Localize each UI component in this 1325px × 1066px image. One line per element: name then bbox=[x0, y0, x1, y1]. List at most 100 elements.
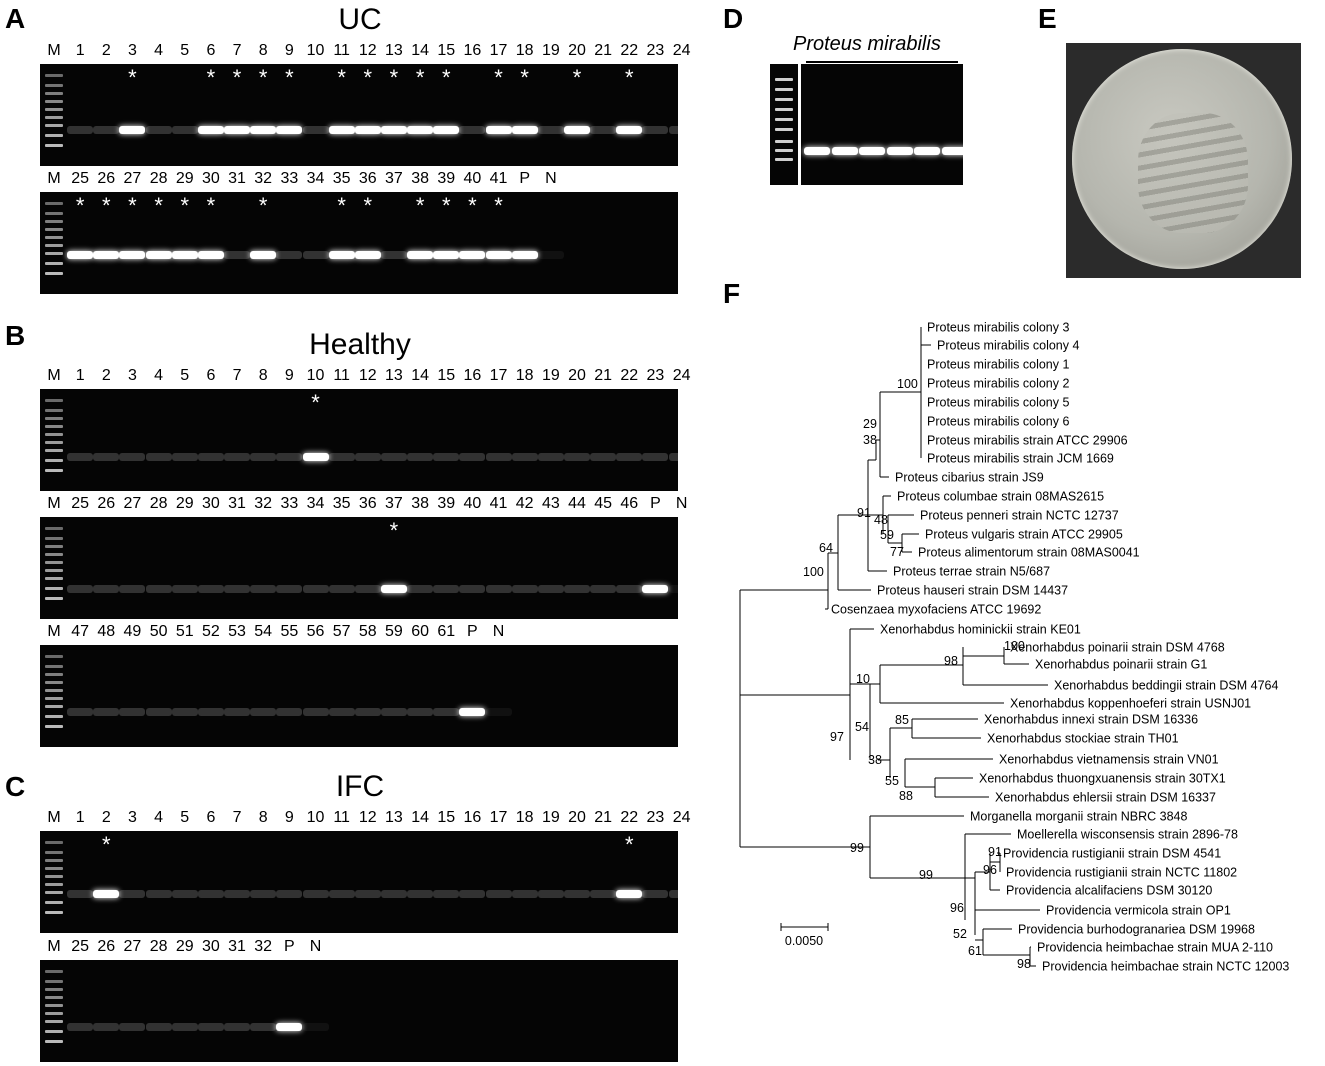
pcr-band-positive bbox=[328, 126, 355, 134]
ladder-band bbox=[45, 980, 63, 983]
tree-leaf-label: Providencia burhodogranariea DSM 19968 bbox=[1018, 923, 1255, 937]
ladder-band bbox=[45, 116, 63, 119]
positive-star: * bbox=[337, 193, 346, 218]
ladder-band bbox=[45, 144, 63, 147]
pcr-band-faint bbox=[119, 585, 146, 593]
bootstrap-value: 88 bbox=[899, 789, 913, 803]
positive-star: * bbox=[389, 65, 399, 90]
tree-leaf-label: Xenorhabdus thuongxuanensis strain 30TX1 bbox=[979, 772, 1226, 786]
pcr-band-positive bbox=[433, 251, 460, 259]
ladder-band bbox=[775, 158, 793, 161]
pcr-band-faint bbox=[276, 890, 303, 898]
lane-label: 34 bbox=[306, 170, 325, 187]
lane-label: 16 bbox=[463, 42, 482, 59]
lane-label: 11 bbox=[333, 367, 350, 384]
pcr-band-positive bbox=[485, 251, 512, 259]
pcr-band-faint bbox=[485, 708, 512, 716]
lane-label: 39 bbox=[437, 170, 456, 187]
ladder-band bbox=[775, 108, 793, 111]
ladder-band bbox=[775, 118, 793, 121]
panel-title-healthy: Healthy bbox=[309, 328, 411, 361]
pcr-band-faint bbox=[433, 453, 460, 461]
ladder-band bbox=[45, 970, 63, 973]
lane-label: 41 bbox=[489, 495, 508, 512]
lane-label: 48 bbox=[97, 623, 116, 640]
pcr-band-positive bbox=[564, 126, 590, 134]
petri-dish-photo bbox=[1066, 43, 1301, 278]
pcr-band-faint bbox=[145, 708, 172, 716]
positive-star: * bbox=[102, 193, 111, 218]
panel-title-uc: UC bbox=[338, 3, 382, 36]
ladder-band bbox=[45, 272, 63, 275]
pcr-band-positive bbox=[485, 126, 512, 134]
positive-star: * bbox=[363, 193, 373, 218]
lane-label: 24 bbox=[672, 367, 691, 384]
pcr-band-positive bbox=[380, 126, 407, 134]
pcr-band-faint bbox=[537, 585, 564, 593]
pcr-band-faint bbox=[668, 453, 695, 461]
tree-leaf-label: Xenorhabdus ehlersii strain DSM 16337 bbox=[995, 791, 1216, 805]
positive-star: * bbox=[102, 832, 111, 857]
lane-label: M bbox=[47, 623, 61, 640]
lane-label: 30 bbox=[201, 938, 220, 955]
ladder-band bbox=[775, 149, 793, 152]
ladder-band bbox=[45, 577, 63, 580]
pcr-band-positive bbox=[276, 1023, 303, 1031]
lane-label: 22 bbox=[620, 367, 639, 384]
lane-label: 11 bbox=[333, 42, 350, 59]
tree-leaf-label: Proteus cibarius strain JS9 bbox=[895, 471, 1044, 485]
ladder-band bbox=[45, 725, 63, 728]
ladder-band bbox=[45, 220, 63, 223]
lane-label: 3 bbox=[127, 42, 137, 59]
pcr-band-faint bbox=[171, 126, 198, 134]
pcr-band-faint bbox=[564, 585, 590, 593]
ladder-band bbox=[45, 859, 63, 862]
lane-label: 50 bbox=[149, 623, 168, 640]
pcr-band-faint bbox=[511, 890, 538, 898]
ladder-band bbox=[45, 988, 63, 991]
bootstrap-value: 10 bbox=[856, 672, 870, 686]
ladder-band bbox=[45, 92, 63, 95]
pcr-band-positive bbox=[250, 251, 277, 259]
lane-label: 22 bbox=[620, 809, 639, 826]
gel-c2 bbox=[40, 960, 678, 1062]
ladder-band bbox=[45, 901, 63, 904]
lane-label: 55 bbox=[280, 623, 299, 640]
ladder-band bbox=[45, 689, 63, 692]
bootstrap-value: 96 bbox=[983, 863, 997, 877]
ladder-band bbox=[775, 128, 793, 131]
lane-label: 9 bbox=[284, 367, 294, 384]
pcr-band-faint bbox=[668, 890, 695, 898]
pcr-band-faint bbox=[302, 890, 329, 898]
pcr-band-faint bbox=[67, 126, 94, 134]
lane-label: N bbox=[675, 495, 688, 512]
pcr-band-positive bbox=[914, 147, 940, 155]
lane-label: 15 bbox=[437, 809, 456, 826]
ladder-band bbox=[45, 597, 63, 600]
tree-leaf-label: Xenorhabdus innexi strain DSM 16336 bbox=[984, 713, 1198, 727]
ladder-band bbox=[45, 851, 63, 854]
lane-label: 40 bbox=[463, 170, 482, 187]
positive-star: * bbox=[520, 65, 529, 90]
pcr-band-positive bbox=[616, 890, 643, 898]
lane-label: 1 bbox=[75, 42, 85, 59]
ladder-band bbox=[45, 100, 63, 103]
ladder-band bbox=[45, 433, 63, 436]
lane-label: 59 bbox=[385, 623, 403, 640]
lane-label: M bbox=[47, 495, 61, 512]
tree-leaf-label: Xenorhabdus poinarii strain DSM 4768 bbox=[1010, 641, 1225, 655]
ladder-band bbox=[45, 569, 63, 572]
pcr-band-positive bbox=[250, 126, 277, 134]
pcr-band-faint bbox=[67, 1023, 94, 1031]
scale-bar-label: 0.0050 bbox=[785, 934, 823, 948]
pcr-band-faint bbox=[380, 890, 407, 898]
pcr-band-positive bbox=[433, 126, 460, 134]
gel-a1 bbox=[40, 64, 678, 166]
pcr-band-faint bbox=[302, 1023, 329, 1031]
bootstrap-value: 99 bbox=[850, 841, 864, 855]
pcr-band-faint bbox=[328, 453, 355, 461]
pcr-band-faint bbox=[616, 585, 643, 593]
pcr-band-faint bbox=[145, 890, 172, 898]
lane-label: 46 bbox=[620, 495, 639, 512]
lane-label: 32 bbox=[254, 938, 273, 955]
